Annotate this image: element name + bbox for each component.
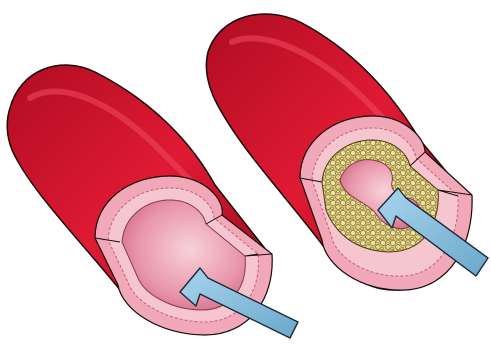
artery-illustration <box>0 0 491 352</box>
